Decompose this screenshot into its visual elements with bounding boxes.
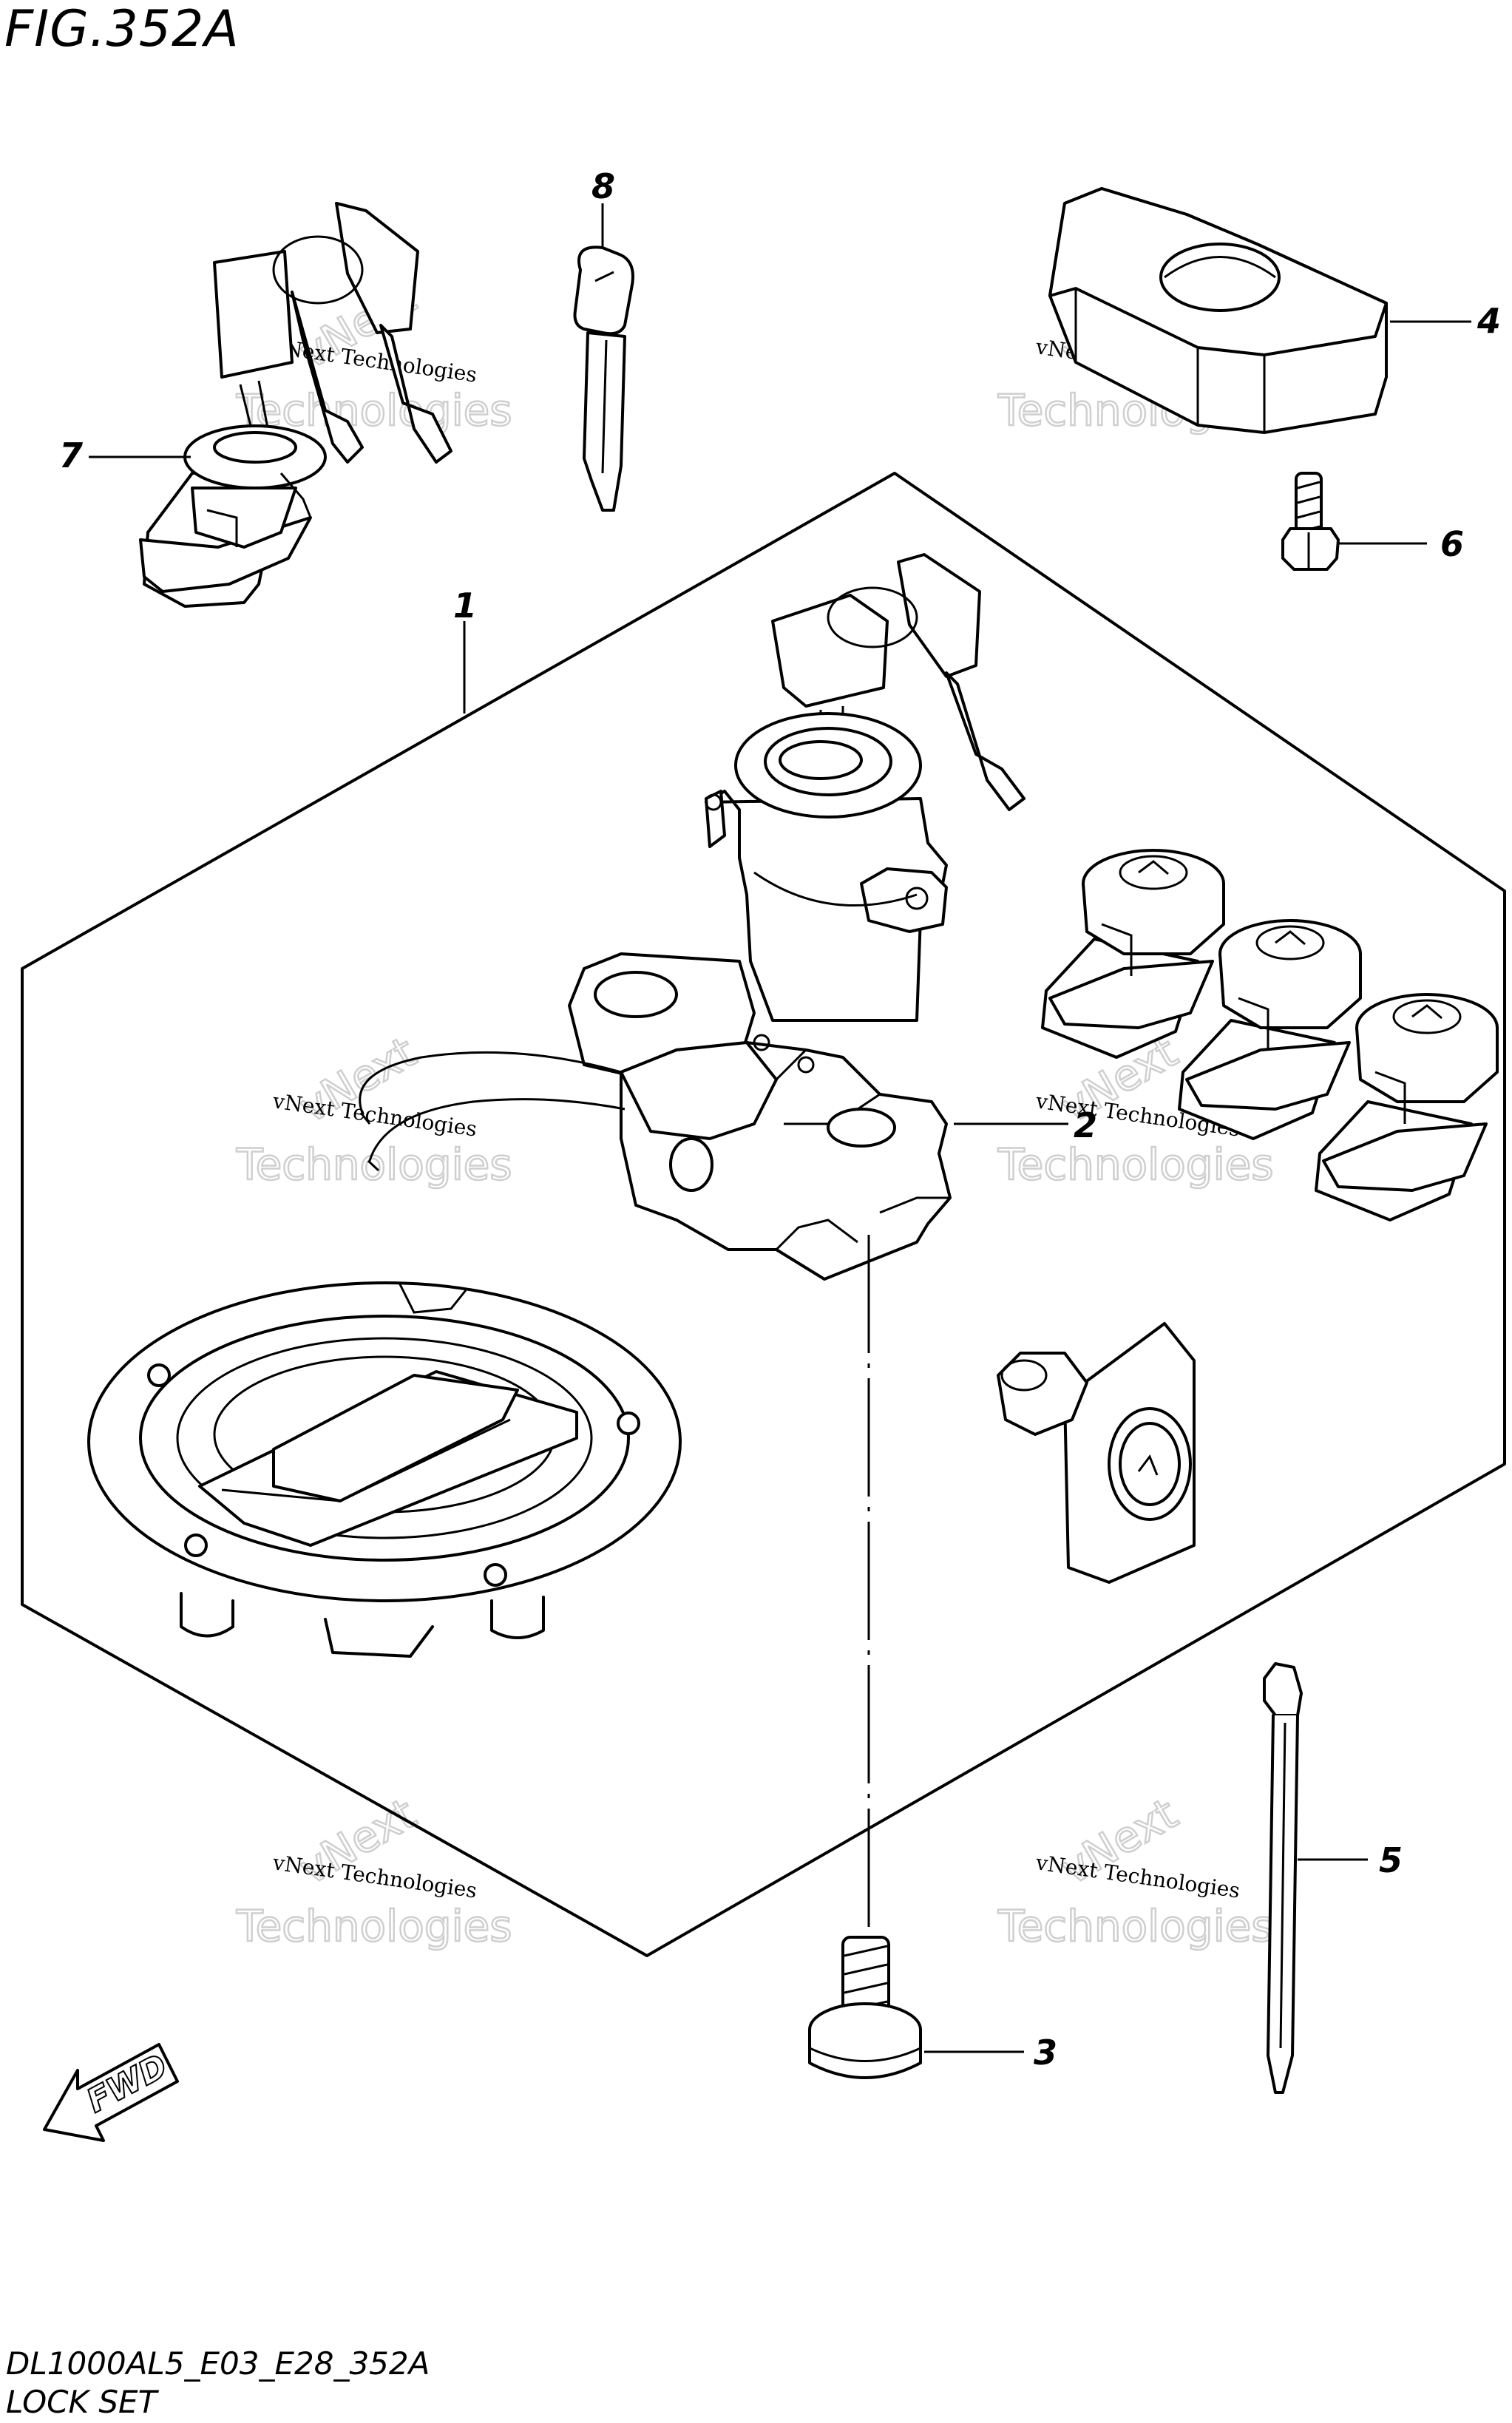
callout-5: 5 [1379, 1840, 1403, 1880]
callout-2: 2 [1074, 1105, 1097, 1145]
part-1-compartment-lock [997, 1322, 1196, 1584]
svg-text:Technologies: Technologies [997, 1139, 1274, 1190]
callout-1: 1 [453, 586, 477, 626]
part-3-bolt [808, 1936, 922, 2079]
callout-6: 6 [1440, 524, 1464, 564]
svg-text:Technologies: Technologies [236, 1901, 512, 1951]
svg-text:Technologies: Technologies [997, 1901, 1274, 1951]
diagram-code: DL1000AL5_E03_E28_352A [6, 2345, 430, 2382]
callout-4: 4 [1477, 301, 1501, 341]
part-8-key-blank [573, 245, 634, 512]
svg-text:Technologies: Technologies [236, 1139, 512, 1190]
assembly-outline [21, 472, 1506, 1957]
part-6-screw [1281, 472, 1340, 571]
part-1-seat-lock-a [1041, 849, 1225, 1059]
part-4-cover [1048, 187, 1388, 434]
part-1-seat-lock-c [1315, 993, 1499, 1221]
part-2-ignition-switch [359, 553, 1025, 1281]
callout-8: 8 [591, 166, 615, 206]
callout-3: 3 [1034, 2033, 1057, 2073]
figure-title: FIG.352A [4, 0, 240, 58]
part-7-lock-with-keys [139, 202, 452, 608]
watermark-bottom-right: Technologies vNext vNext Technologies [997, 1787, 1275, 1952]
callout-7: 7 [59, 436, 83, 475]
part-1-fuel-cap [87, 1281, 682, 1658]
part-5-cable-tie [1263, 1662, 1303, 2094]
diagram-name: LOCK SET [6, 2384, 157, 2420]
watermark-bottom-left: Technologies vNext vNext Technologies [235, 1787, 513, 1952]
part-1-seat-lock-b [1178, 919, 1362, 1140]
leader-lines [89, 203, 1471, 2053]
fwd-arrow-icon: FWD [43, 2043, 179, 2142]
